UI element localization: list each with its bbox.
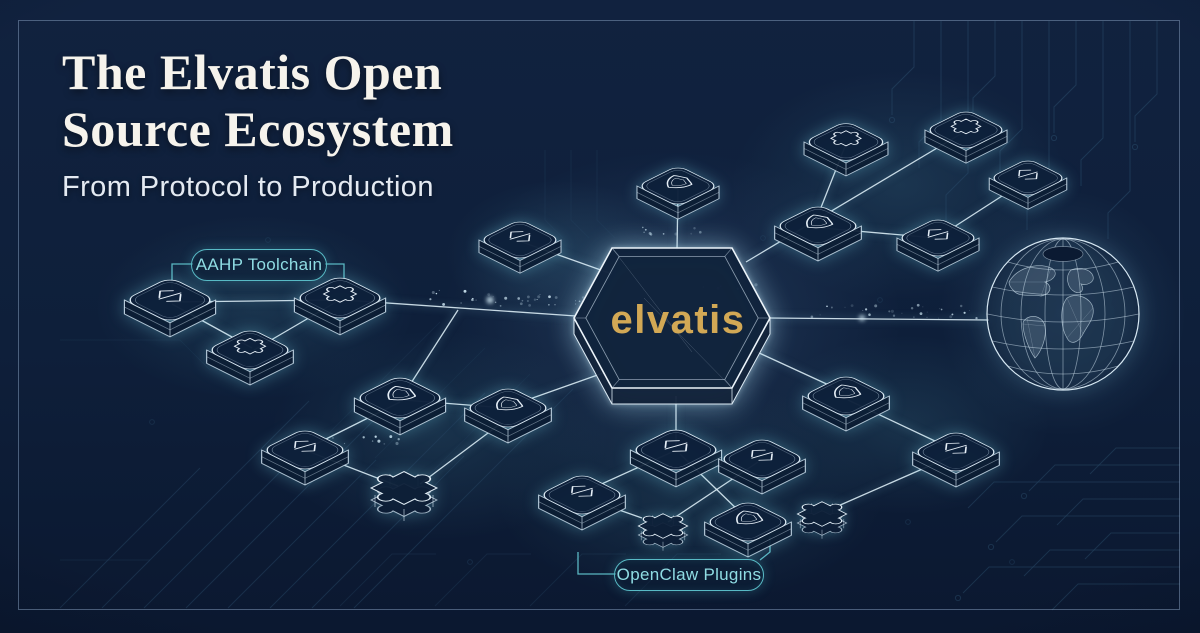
node-shield (774, 206, 862, 262)
node-puzzle (293, 277, 387, 336)
page-title-line1: The Elvatis Open (62, 44, 443, 100)
node-shield (802, 376, 890, 432)
node-code (896, 219, 980, 272)
node-code (478, 221, 562, 274)
node-puzzle-piece-3d (796, 501, 848, 539)
node-shield (704, 502, 792, 558)
node-puzzle (924, 111, 1008, 164)
node-code (912, 432, 1000, 488)
title-block: The Elvatis Open Source Ecosystem From P… (62, 44, 454, 204)
node-puzzle (803, 123, 889, 177)
node-code (261, 430, 349, 486)
label-openclaw-plugins: OpenClaw Plugins (614, 559, 764, 591)
page-subtitle: From Protocol to Production (62, 171, 434, 203)
node-shield (636, 167, 720, 220)
node-shield (464, 388, 552, 444)
label-aahp-toolchain: AAHP Toolchain (191, 249, 327, 281)
node-code (629, 429, 723, 488)
node-puzzle-piece-3d (369, 470, 439, 521)
node-code (988, 160, 1068, 210)
node-puzzle (206, 330, 294, 386)
node-puzzle-piece-3d (637, 513, 689, 551)
node-code (538, 475, 626, 531)
globe-wireframe (986, 237, 1140, 391)
page-title-line2: Source Ecosystem (62, 101, 454, 157)
elvatis-wordmark: elvatis (610, 298, 745, 342)
node-code (123, 279, 217, 338)
node-code (718, 439, 806, 495)
